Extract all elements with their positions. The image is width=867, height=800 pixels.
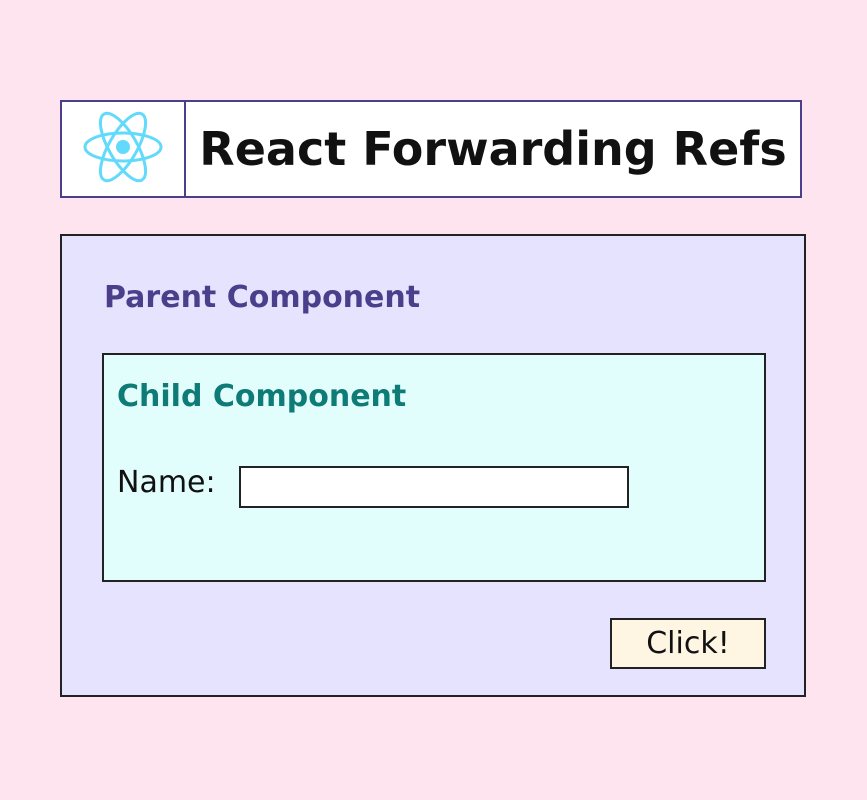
page-title: React Forwarding Refs: [199, 122, 787, 176]
name-input[interactable]: [239, 466, 629, 508]
header-banner: React Forwarding Refs: [60, 100, 802, 198]
click-button[interactable]: Click!: [610, 618, 766, 669]
react-atom-icon: [82, 111, 164, 187]
child-component-panel: Child Component Name:: [102, 353, 766, 582]
child-component-label: Child Component: [117, 379, 407, 414]
name-label: Name:: [117, 465, 216, 500]
parent-component-label: Parent Component: [104, 280, 421, 315]
title-cell: React Forwarding Refs: [186, 102, 800, 196]
logo-cell: [62, 102, 186, 196]
parent-component-panel: Parent Component Child Component Name: C…: [60, 234, 806, 697]
